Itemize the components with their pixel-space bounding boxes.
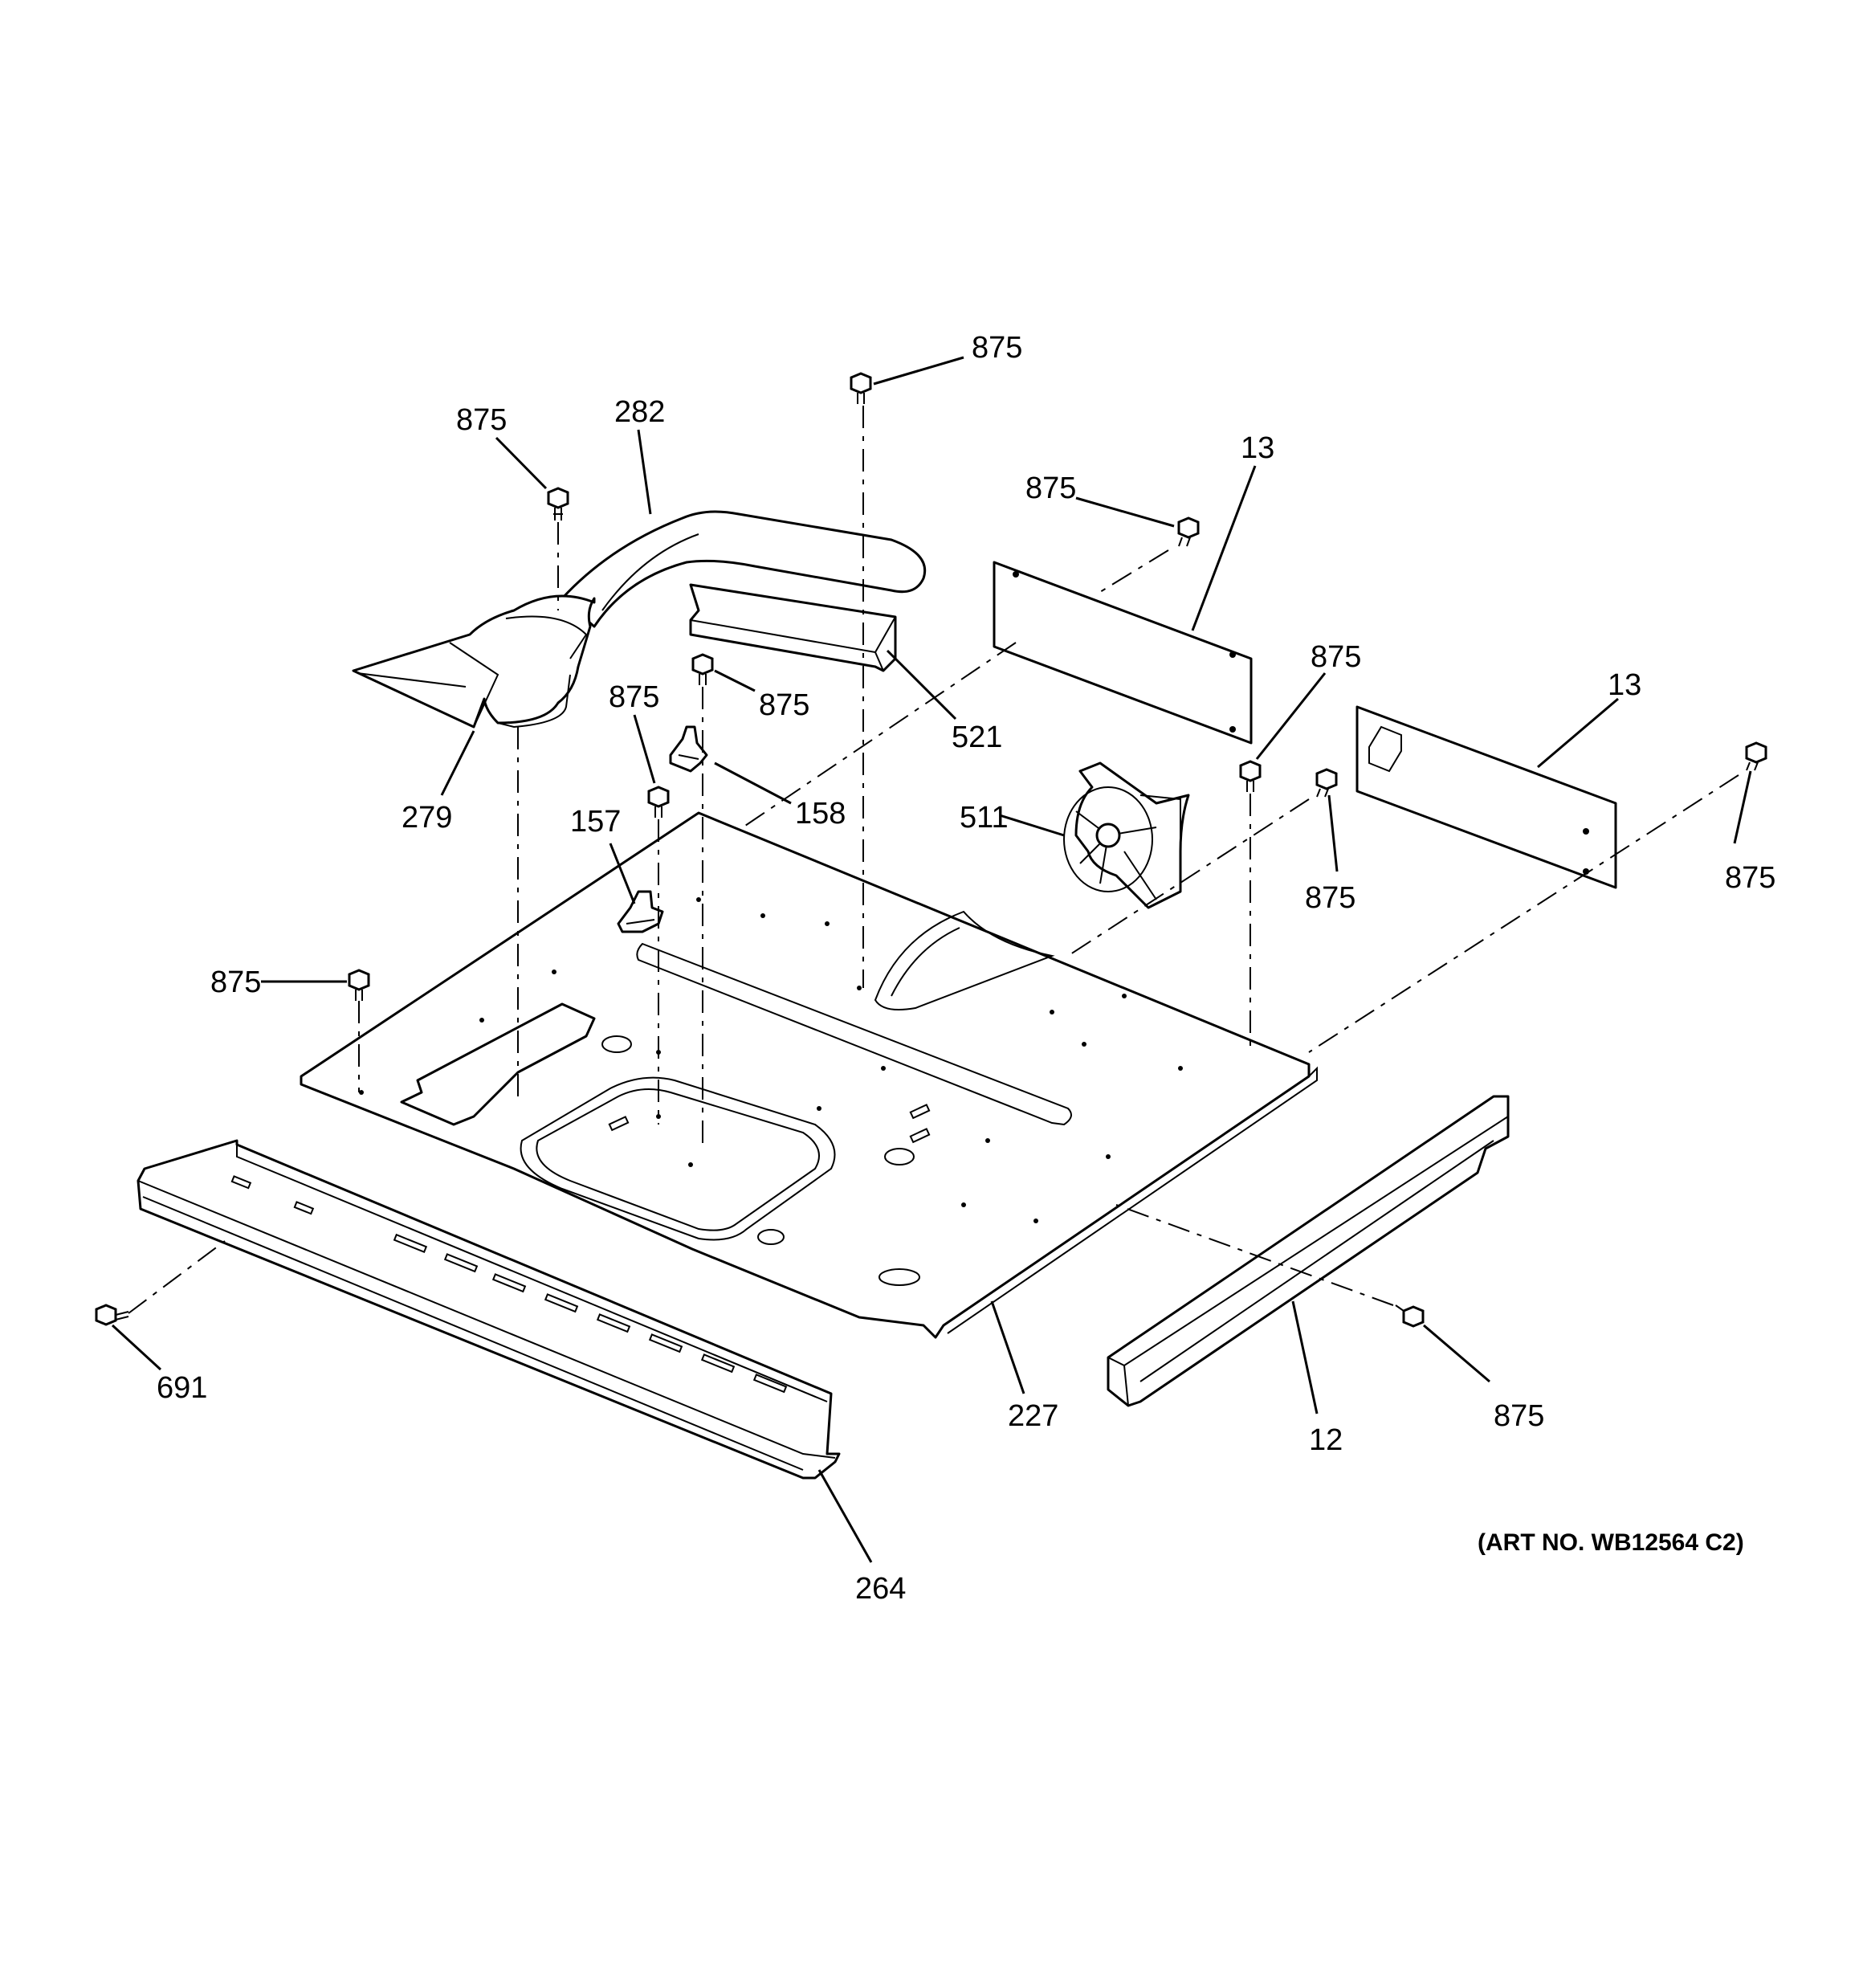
duct-282 (561, 510, 926, 628)
assembly-lines (128, 406, 1739, 1314)
callout-875: 875 (759, 688, 809, 722)
callout-227: 227 (1008, 1399, 1058, 1433)
callout-264: 264 (855, 1572, 906, 1606)
callout-875: 875 (456, 403, 507, 437)
screw-icon (1315, 768, 1338, 798)
screw-875-icons (95, 372, 1767, 1328)
callout-12: 12 (1309, 1423, 1343, 1457)
bracket-157 (617, 890, 664, 933)
bottom-panel-227 (300, 811, 1318, 1339)
callout-158: 158 (795, 797, 846, 831)
callout-875: 875 (210, 965, 261, 999)
callout-labels: 875 282 875 13 875 875 13 875 875 279 52… (157, 331, 1775, 1606)
callout-279: 279 (402, 801, 452, 835)
side-rail-12 (1107, 1095, 1510, 1407)
screw-icon (1239, 760, 1262, 792)
bracket-521 (689, 583, 897, 672)
screw-icon (95, 1304, 129, 1326)
blower-housing-279 (352, 594, 596, 729)
trim-slots (230, 1175, 788, 1394)
callout-875: 875 (1025, 471, 1076, 505)
callout-13: 13 (1241, 431, 1274, 465)
callout-875: 875 (609, 680, 659, 714)
callout-691: 691 (157, 1371, 207, 1405)
fan-motor-511 (1063, 761, 1190, 909)
callout-282: 282 (614, 395, 665, 429)
callout-875: 875 (1311, 640, 1361, 674)
screw-icon (691, 653, 714, 685)
callout-875: 875 (1725, 861, 1775, 895)
screw-icon (647, 786, 670, 818)
callout-875: 875 (1494, 1399, 1544, 1433)
callout-157: 157 (570, 805, 621, 839)
art-number: (ART NO. WB12564 C2) (1478, 1529, 1744, 1556)
screw-icon (1177, 516, 1200, 547)
screw-icon (547, 487, 569, 520)
front-trim-264 (137, 1139, 841, 1480)
screw-icon (850, 372, 872, 404)
cover-13-left (993, 561, 1253, 745)
bracket-158 (669, 725, 708, 773)
callout-875: 875 (1305, 881, 1355, 915)
screw-icon (1745, 741, 1767, 771)
callout-521: 521 (952, 720, 1002, 754)
callout-875: 875 (972, 331, 1022, 365)
cover-13-right (1355, 705, 1617, 889)
leader-lines (111, 356, 1752, 1563)
callout-511: 511 (960, 801, 1009, 835)
screw-icon (348, 969, 370, 1001)
callout-13: 13 (1608, 668, 1641, 702)
screw-icon (1395, 1304, 1425, 1328)
